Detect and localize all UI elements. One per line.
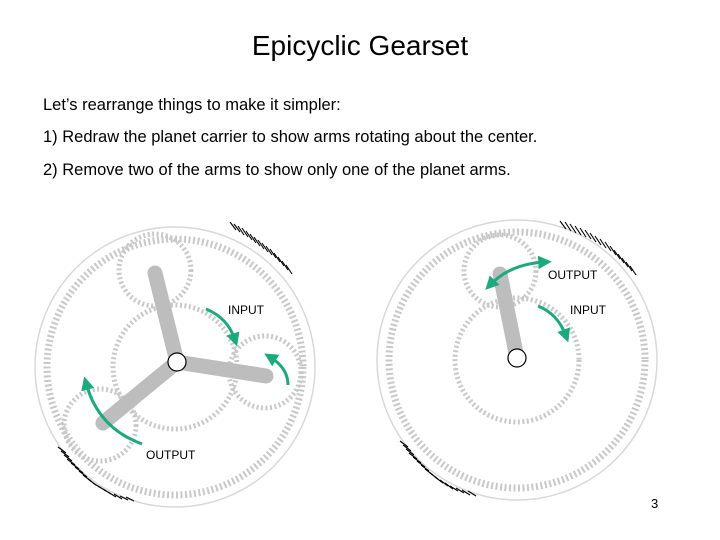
left-input-arrow (205, 307, 240, 347)
right-center-pivot (507, 348, 527, 368)
right-ground-hatch-top (559, 220, 637, 276)
left-planet-gear-bottom (61, 386, 139, 464)
right-sun-gear (452, 295, 582, 425)
left-output-label: OUTPUT (146, 448, 196, 462)
left-gearset: INPUT OUTPUT (34, 221, 316, 508)
right-gearset: OUTPUT INPUT (376, 219, 658, 501)
left-ground-hatch-top (229, 221, 293, 275)
right-ring-gear-teeth (385, 228, 649, 492)
page-number: 3 (651, 496, 659, 511)
left-planet-arrow (264, 353, 290, 386)
slide-title: Epicyclic Gearset (251, 30, 469, 61)
right-carrier-arm (492, 266, 525, 366)
left-ring-gear-outer (34, 226, 316, 508)
left-carrier-arm-right (169, 354, 274, 384)
left-carrier-arm-top (147, 265, 185, 370)
right-input-label: INPUT (570, 303, 607, 317)
intro-text: Let’s rearrange things to make it simple… (43, 96, 341, 114)
left-center-pivot (167, 352, 187, 372)
left-ground-hatch-bottom (57, 446, 135, 502)
step-1-text: 1) Redraw the planet carrier to show arm… (43, 128, 538, 146)
right-output-label: OUTPUT (548, 268, 598, 282)
right-ring-gear-outer (376, 219, 658, 501)
left-carrier-arm-bottom (95, 354, 185, 431)
step-2-text: 2) Remove two of the arms to show only o… (43, 161, 511, 179)
left-planet-gear-top (116, 231, 194, 309)
right-input-arrow (537, 304, 571, 343)
right-output-arrow (485, 255, 552, 290)
right-ground-hatch-bottom (399, 440, 477, 497)
left-input-label: INPUT (228, 303, 265, 317)
left-output-arrow (81, 376, 143, 446)
